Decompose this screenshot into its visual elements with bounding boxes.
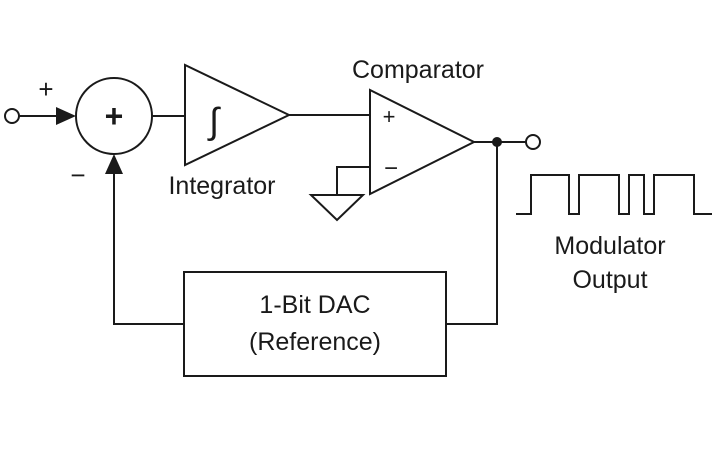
- output-terminal: [525, 134, 541, 150]
- input-minus-sign: −: [70, 160, 85, 190]
- dac-label-line1: 1-Bit DAC: [259, 291, 370, 319]
- modulator-output-waveform: [516, 174, 712, 215]
- input-plus-sign: +: [38, 74, 53, 104]
- dac-label-line2: (Reference): [249, 328, 381, 356]
- comparator-minus-sign: −: [384, 155, 398, 182]
- comparator-ground-wire: [336, 166, 370, 195]
- integrator-block: [184, 63, 292, 167]
- comparator-label: Comparator: [352, 56, 484, 84]
- ground-symbol: [308, 194, 366, 222]
- feedback-arrowhead: [105, 154, 123, 174]
- output-label-line2: Output: [572, 266, 647, 294]
- dac-block: [183, 271, 447, 377]
- integrator-symbol: ∫: [207, 100, 221, 141]
- output-label-line1: Modulator: [554, 232, 665, 260]
- integrator-label: Integrator: [168, 172, 275, 200]
- input-terminal: [4, 108, 20, 124]
- comparator-plus-sign: +: [383, 104, 396, 129]
- summer-plus-symbol: +: [105, 98, 124, 134]
- input-arrowhead: [56, 107, 76, 125]
- comparator-block: [369, 88, 477, 196]
- output-to-dac-wire: [446, 142, 498, 325]
